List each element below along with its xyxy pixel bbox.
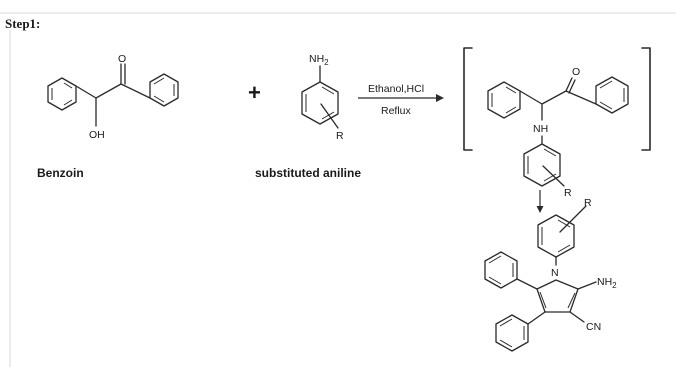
benzoin-structure [47, 63, 179, 127]
intermediate-substituent: R [564, 187, 572, 199]
cyclization-arrow-head [536, 206, 544, 213]
aniline-structure [301, 65, 339, 129]
condition-process: Reflux [381, 105, 412, 117]
aniline-name: substituted aniline [255, 166, 361, 180]
aniline-substituent: R [336, 130, 344, 142]
intermediate-amine: NH [533, 123, 548, 135]
step-label: Step1: [5, 16, 40, 31]
condition-reagents: Ethanol,HCl [368, 83, 424, 95]
product-ring-n: N [551, 267, 559, 279]
plus-sign: + [248, 80, 261, 105]
product-amine: NH2 [597, 276, 617, 290]
product-nitrile: CN [586, 321, 601, 333]
intermediate-structure [487, 76, 629, 187]
reaction-arrow-head [436, 94, 444, 102]
intermediate-carbonyl-o: O [572, 66, 580, 78]
intermediate-brackets [463, 47, 651, 151]
benzoin-name: Benzoin [37, 166, 84, 180]
product-substituent: R [584, 197, 592, 209]
aniline-amine: NH2 [309, 53, 329, 67]
benzoin-carbonyl-o: O [118, 53, 126, 65]
benzoin-hydroxyl: OH [89, 129, 105, 141]
product-structure [484, 205, 597, 352]
